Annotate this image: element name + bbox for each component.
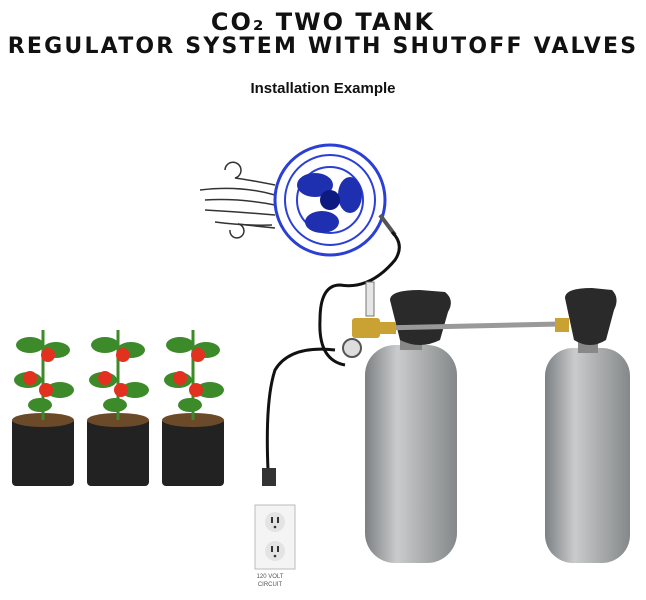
title-line-1: CO₂ TWO TANK xyxy=(210,8,436,36)
co2-tank-2 xyxy=(545,288,630,563)
plug-icon xyxy=(262,468,276,486)
power-cord xyxy=(265,347,336,471)
co2-tank-1 xyxy=(365,290,457,563)
wind-icon xyxy=(199,161,276,239)
fan-icon xyxy=(273,143,397,257)
outlet-label-line-1: 120 VOLT xyxy=(256,574,284,580)
shutoff-valve-2 xyxy=(555,318,569,332)
fan-cord xyxy=(318,230,401,367)
title-line-2: REGULATOR SYSTEM WITH SHUTOFF VALVES xyxy=(7,34,639,59)
regulator xyxy=(342,281,396,358)
tomato-plants xyxy=(12,330,224,486)
outlet-label: 120 VOLT CIRCUIT xyxy=(245,573,295,589)
subtitle: Installation Example xyxy=(250,80,396,97)
outlet-icon xyxy=(254,504,296,570)
connecting-hose xyxy=(379,321,561,331)
outlet-label-line-2: CIRCUIT xyxy=(257,582,283,588)
